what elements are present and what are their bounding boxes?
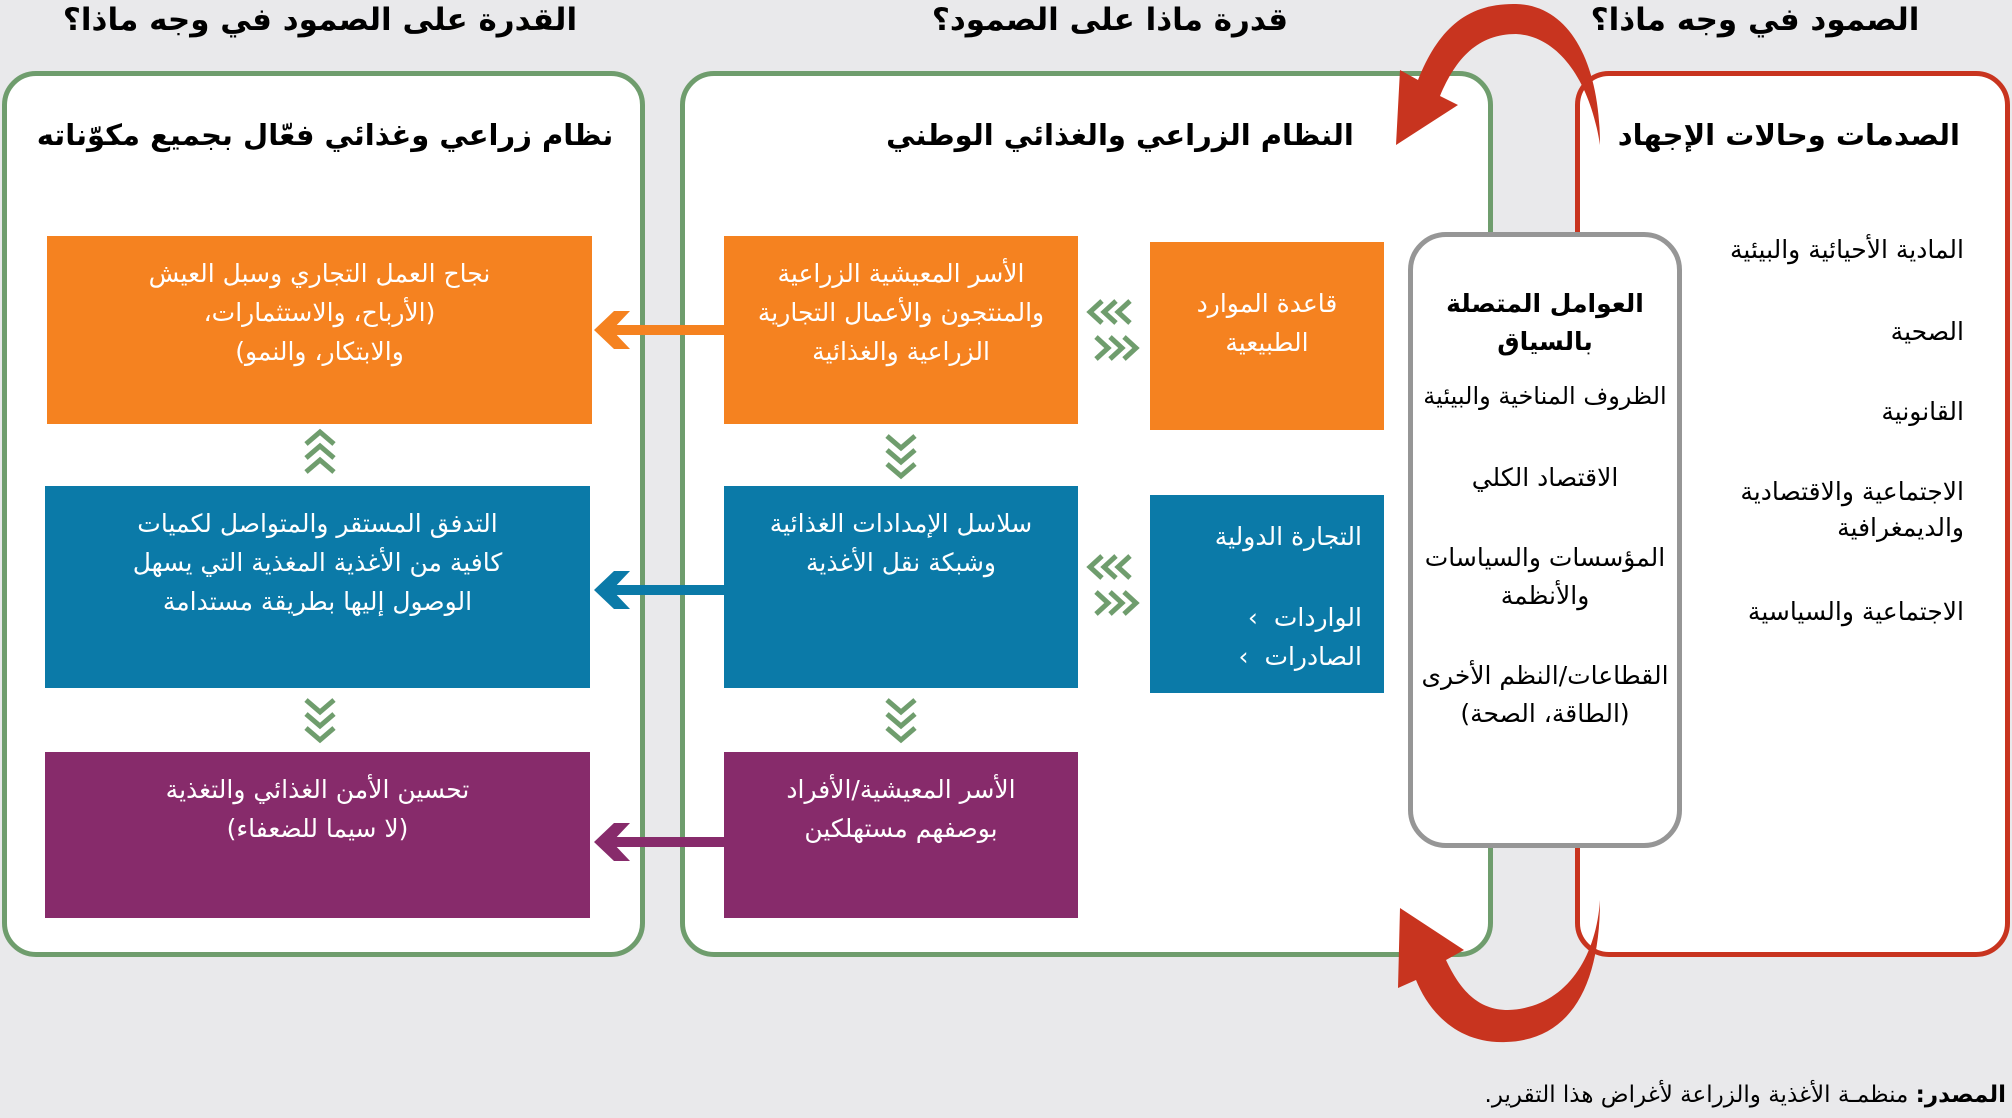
chevron-right-icon: ›: [1238, 642, 1249, 671]
trade-item-label: الصادرات: [1264, 642, 1362, 671]
context-factor-item: القطاعات/النظم الأخرى (الطاقة، الصحة): [1413, 657, 1677, 733]
box-line: (لا سيما للضعفاء): [226, 814, 409, 843]
box-line: التدفق المستقر والمتواصل لكميات: [137, 509, 498, 538]
trade-item-exports: الصادرات ›: [1150, 637, 1363, 676]
box-line: قاعدة الموارد: [1196, 289, 1338, 318]
shock-item: المادية الأحيائية والبيئية: [1730, 235, 1964, 264]
box-line: نجاح العمل التجاري وسبل العيش: [148, 259, 491, 288]
heading-national-system: قدرة ماذا على الصمود؟: [931, 2, 1289, 38]
box-line: الأسر المعيشية/الأفراد: [786, 775, 1016, 804]
shock-item: الصحية: [1890, 317, 1964, 346]
context-factors-title: العوامل المتصلة بالسياق: [1413, 285, 1677, 361]
context-factor-line: (الطاقة، الصحة): [1460, 699, 1630, 728]
shocks-panel-title: الصدمات وحالات الإجهاد: [1617, 118, 1960, 152]
supply-chains-box: سلاسل الإمدادات الغذائية وشبكة نقل الأغذ…: [724, 486, 1078, 688]
box-line: سلاسل الإمدادات الغذائية: [769, 509, 1033, 538]
shock-item-line: والديمغرافية: [1837, 513, 1964, 542]
consumers-box: الأسر المعيشية/الأفراد بوصفهم مستهلكين: [724, 752, 1078, 918]
source-note: المصدر: منظمـة الأغذية والزراعة لأغراض ه…: [1485, 1082, 2006, 1108]
food-flow-box: التدفق المستقر والمتواصل لكميات كافية من…: [45, 486, 590, 688]
box-line: (الأرباح، والاستثمارات،: [203, 298, 436, 327]
arrow-left-purple-icon: [594, 823, 726, 861]
context-title-line: العوامل المتصلة: [1446, 289, 1644, 318]
outcomes-panel-title: نظام زراعي وغذائي فعّال بجميع مكوّناته: [36, 118, 614, 152]
shock-item: القانونية: [1881, 397, 1964, 426]
trade-item-imports: الواردات ›: [1150, 598, 1362, 637]
chevron-down-triple-icon: [304, 698, 336, 744]
business-success-box: نجاح العمل التجاري وسبل العيش (الأرباح، …: [47, 236, 592, 424]
chevron-bidirectional-icon: [1086, 299, 1140, 361]
shock-item: الاجتماعية والاقتصادية والديمغرافية: [1740, 474, 1964, 546]
context-factor-item: الظروف المناخية والبيئية: [1413, 377, 1677, 415]
arrow-left-blue-icon: [594, 571, 726, 609]
box-line: كافية من الأغذية المغذية التي يسهل: [132, 548, 503, 577]
box-line: الزراعية والغذائية: [812, 337, 990, 366]
source-label: المصدر:: [1915, 1082, 2006, 1108]
chevron-bidirectional-icon: [1086, 554, 1140, 616]
box-line: بوصفهم مستهلكين: [804, 814, 998, 843]
box-line: الطبيعية: [1225, 328, 1309, 357]
producers-box: الأسر المعيشية الزراعية والمنتجون والأعم…: [724, 236, 1078, 424]
chevron-up-triple-icon: [304, 428, 336, 474]
context-factor-item: المؤسسات والسياسات والأنظمة: [1413, 539, 1677, 615]
national-system-panel-title: النظام الزراعي والغذائي الوطني: [886, 118, 1354, 152]
trade-item-label: الواردات: [1273, 603, 1362, 632]
natural-resources-box: قاعدة الموارد الطبيعية: [1150, 242, 1384, 430]
context-factor-line: القطاعات/النظم الأخرى: [1421, 661, 1669, 690]
box-line: وشبكة نقل الأغذية: [806, 548, 996, 577]
food-security-box: تحسين الأمن الغذائي والتغذية (لا سيما لل…: [45, 752, 590, 918]
arrow-left-orange-icon: [594, 311, 726, 349]
box-line: الأسر المعيشية الزراعية: [777, 259, 1025, 288]
source-text: منظمـة الأغذية والزراعة لأغراض هذا التقر…: [1484, 1082, 1916, 1108]
context-factor-item: الاقتصاد الكلي: [1413, 459, 1677, 497]
cycle-arrow-top-icon: [1396, 3, 1600, 145]
context-factor-line: الظروف المناخية والبيئية: [1423, 382, 1667, 410]
shock-item: الاجتماعية والسياسية: [1747, 597, 1964, 626]
box-line: والمنتجون والأعمال التجارية: [757, 298, 1045, 327]
box-line: تحسين الأمن الغذائي والتغذية: [165, 775, 470, 804]
context-factor-line: والأنظمة: [1500, 581, 1590, 610]
chevron-down-triple-icon: [885, 434, 917, 480]
shock-item-line: الاجتماعية والاقتصادية: [1740, 477, 1964, 506]
trade-title: التجارة الدولية: [1214, 522, 1362, 551]
box-line: والابتكار، والنمو): [235, 337, 404, 366]
heading-shocks: الصمود في وجه ماذا؟: [1590, 2, 1920, 38]
box-line: الوصول إليها بطريقة مستدامة: [162, 587, 473, 616]
context-factors-box: العوامل المتصلة بالسياق الظروف المناخية …: [1408, 232, 1682, 848]
context-title-line: بالسياق: [1497, 327, 1593, 356]
chevron-right-icon: ›: [1247, 603, 1258, 632]
context-factor-line: الاقتصاد الكلي: [1471, 463, 1619, 492]
international-trade-box: التجارة الدولية الواردات › الصادرات ›: [1150, 495, 1384, 693]
chevron-down-triple-icon: [885, 698, 917, 744]
context-factor-line: المؤسسات والسياسات: [1424, 543, 1666, 572]
cycle-arrow-bottom-icon: [1398, 900, 1600, 1043]
heading-outcomes: القدرة على الصمود في وجه ماذا؟: [62, 2, 578, 38]
